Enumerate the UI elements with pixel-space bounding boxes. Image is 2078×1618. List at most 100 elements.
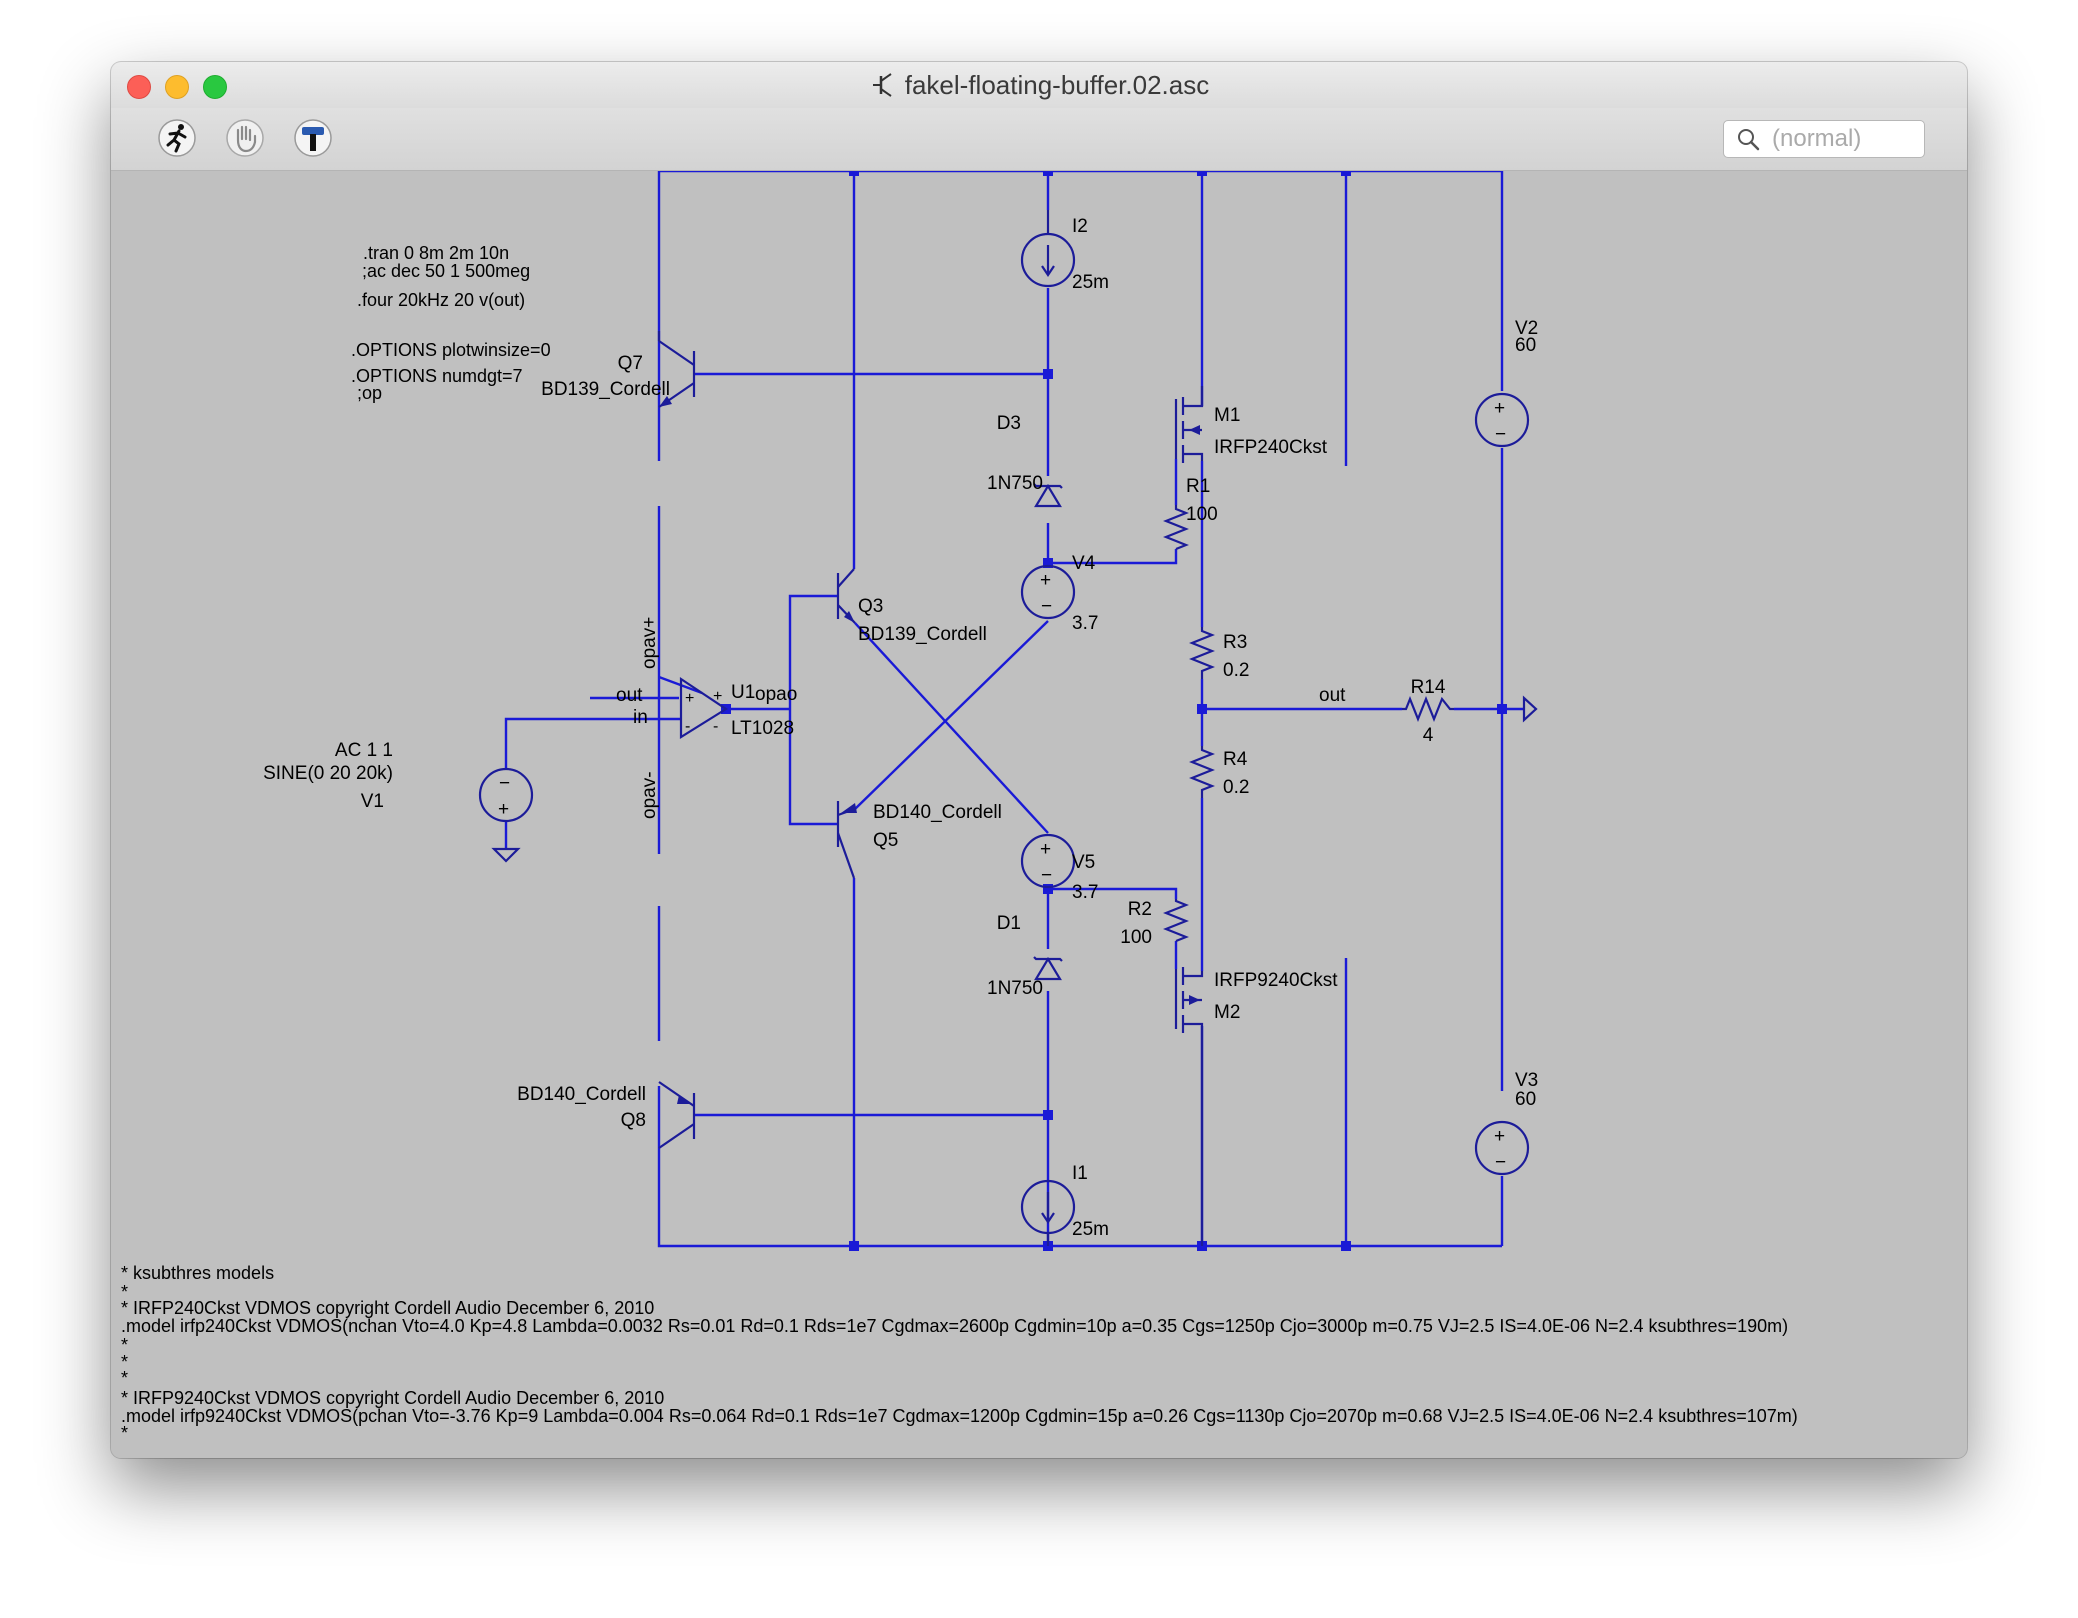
- svg-text:−: −: [1041, 596, 1052, 617]
- toolbar: [111, 108, 1967, 171]
- svg-text:.OPTIONS numdgt=7: .OPTIONS numdgt=7: [351, 366, 523, 386]
- svg-text:.model irfp9240Ckst VDMOS(pcha: .model irfp9240Ckst VDMOS(pchan Vto=-3.7…: [121, 1406, 1798, 1426]
- halt-button[interactable]: [225, 118, 265, 158]
- hand-icon: [226, 119, 264, 157]
- v2-name: V2: [1515, 318, 1538, 339]
- search-input[interactable]: [1770, 124, 1924, 154]
- schematic-file-icon: [872, 73, 892, 97]
- transistor-q7[interactable]: [657, 331, 696, 408]
- svg-text:*: *: [121, 1423, 128, 1443]
- title-bar[interactable]: fakel-floating-buffer.02.asc: [111, 62, 1967, 109]
- svg-text:-: -: [713, 718, 718, 735]
- voltage-source-v1[interactable]: − +: [478, 767, 534, 823]
- wires: [504, 171, 1524, 1248]
- resistor-r3[interactable]: [1189, 627, 1215, 679]
- output-port[interactable]: [1522, 695, 1538, 723]
- svg-text:.OPTIONS plotwinsize=0: .OPTIONS plotwinsize=0: [351, 340, 551, 360]
- mosfet-m1[interactable]: [1174, 386, 1204, 463]
- m1-name: M1: [1214, 405, 1240, 426]
- svg-text:−: −: [1495, 424, 1506, 445]
- transistor-q8[interactable]: [658, 1081, 696, 1149]
- resistor-r1[interactable]: [1163, 505, 1189, 551]
- q8-model: BD140_Cordell: [517, 1084, 646, 1105]
- svg-text:.tran 0 8m 2m 10n: .tran 0 8m 2m 10n: [363, 243, 509, 263]
- svg-text:+: +: [1040, 570, 1051, 591]
- svg-text:* IRFP240Ckst VDMOS copyright: * IRFP240Ckst VDMOS copyright Cordell Au…: [121, 1298, 654, 1318]
- zener-d1[interactable]: [1033, 956, 1063, 981]
- svg-text:−: −: [1495, 1152, 1506, 1173]
- r2-value: 100: [1120, 927, 1152, 948]
- transistor-q3[interactable]: [836, 568, 856, 624]
- app-window: fakel-floating-buffer.02.asc: [111, 62, 1967, 1458]
- svg-text:.four 20kHz 20 v(out): .four 20kHz 20 v(out): [357, 290, 525, 310]
- minimize-window-button[interactable]: [165, 75, 189, 99]
- svg-text:*: *: [121, 1368, 128, 1388]
- search-box[interactable]: [1723, 120, 1925, 158]
- svg-text:+: +: [1494, 1126, 1505, 1147]
- r14-value: 4: [1423, 725, 1434, 746]
- svg-text:+: +: [1040, 839, 1051, 860]
- schematic-canvas[interactable]: + − + − + − + −: [111, 171, 1967, 1458]
- v4-name: V4: [1072, 553, 1096, 574]
- m1-model: IRFP240Ckst: [1214, 437, 1328, 458]
- v2-value: 60: [1515, 335, 1536, 356]
- v1-name: V1: [361, 791, 384, 812]
- model-comment-text[interactable]: * ksubthres models * * IRFP240Ckst VDMOS…: [121, 1263, 1798, 1443]
- transistor-q5[interactable]: [836, 801, 857, 879]
- resistor-r4[interactable]: [1189, 746, 1215, 798]
- m2-model: IRFP9240Ckst: [1214, 970, 1338, 991]
- probe-button[interactable]: [293, 118, 333, 158]
- net-label-opav-plus[interactable]: opav+: [639, 617, 660, 669]
- current-source-i1[interactable]: [1020, 1179, 1076, 1246]
- schematic-svg[interactable]: + − + − + − + −: [111, 171, 1967, 1458]
- d3-name: D3: [997, 413, 1021, 434]
- zoom-window-button[interactable]: [203, 75, 227, 99]
- net-label-out-right[interactable]: out: [1319, 685, 1346, 706]
- voltage-source-v4[interactable]: + −: [1020, 564, 1076, 620]
- zener-d3[interactable]: [1033, 483, 1063, 508]
- svg-text:* ksubthres models: * ksubthres models: [121, 1263, 274, 1283]
- q7-model: BD139_Cordell: [541, 379, 670, 400]
- q3-name: Q3: [858, 596, 883, 617]
- r3-name: R3: [1223, 632, 1247, 653]
- magnifier-icon: [1738, 129, 1760, 151]
- directive-text[interactable]: .tran 0 8m 2m 10n ;ac dec 50 1 500meg .f…: [351, 243, 551, 403]
- net-label-out-left[interactable]: out: [616, 685, 643, 706]
- v4-value: 3.7: [1072, 613, 1098, 634]
- close-window-button[interactable]: [127, 75, 151, 99]
- v1-ac: AC 1 1: [335, 740, 393, 761]
- run-button[interactable]: [157, 118, 197, 158]
- voltage-source-v3[interactable]: + −: [1474, 1120, 1530, 1176]
- i1-name: I1: [1072, 1163, 1088, 1184]
- v5-value: 3.7: [1072, 882, 1098, 903]
- svg-text:-: -: [685, 718, 690, 735]
- m2-name: M2: [1214, 1002, 1240, 1023]
- net-label-in[interactable]: in: [633, 707, 648, 728]
- resistor-r14[interactable]: [1402, 696, 1454, 722]
- svg-text:*: *: [121, 1335, 128, 1355]
- voltage-source-v2[interactable]: + −: [1474, 392, 1530, 448]
- d1-model: 1N750: [987, 978, 1043, 999]
- svg-text:+: +: [1494, 398, 1505, 419]
- q8-name: Q8: [621, 1110, 646, 1131]
- r4-name: R4: [1223, 749, 1248, 770]
- r1-value: 100: [1186, 504, 1218, 525]
- current-source-i2[interactable]: [1020, 210, 1076, 288]
- q5-name: Q5: [873, 830, 898, 851]
- net-label-opao[interactable]: opao: [755, 684, 797, 705]
- mosfet-m2[interactable]: [1174, 967, 1204, 1246]
- running-man-icon: [158, 119, 196, 157]
- svg-text:*: *: [121, 1352, 128, 1372]
- svg-text:−: −: [499, 773, 510, 794]
- window-title: fakel-floating-buffer.02.asc: [904, 69, 1210, 100]
- net-label-opav-minus[interactable]: opav-: [639, 771, 660, 819]
- q3-model: BD139_Cordell: [858, 624, 987, 645]
- voltage-source-v5[interactable]: + −: [1020, 833, 1076, 889]
- opamp-u1[interactable]: + - + -: [679, 676, 729, 739]
- hammer-icon: [294, 119, 332, 157]
- resistor-r2[interactable]: [1163, 899, 1189, 943]
- r3-value: 0.2: [1223, 660, 1249, 681]
- svg-text:+: +: [685, 690, 694, 707]
- u1-model: LT1028: [731, 718, 794, 739]
- r2-name: R2: [1128, 899, 1152, 920]
